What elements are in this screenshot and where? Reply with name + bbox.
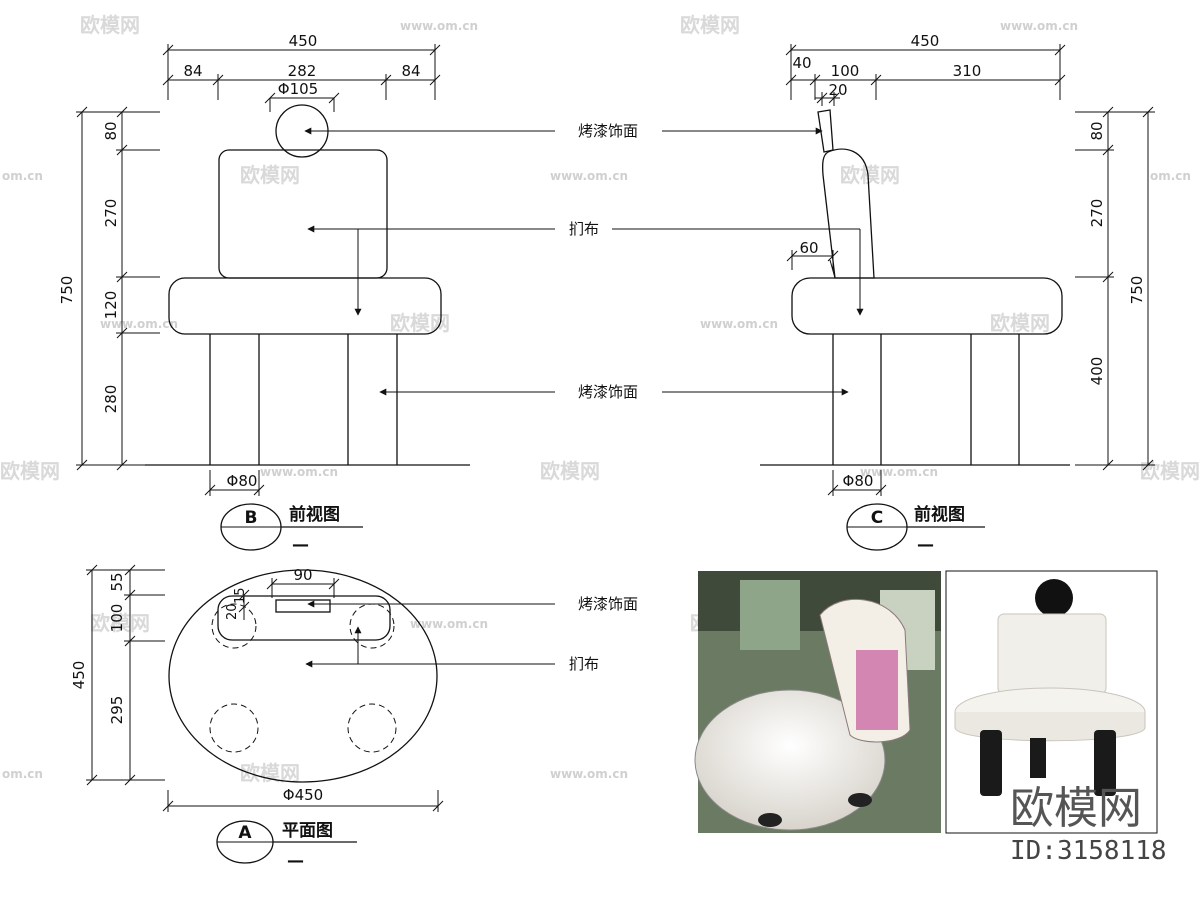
callout-paint-legs: 烤漆饰面 xyxy=(578,383,638,401)
watermark-logo: 欧模网 xyxy=(80,13,140,37)
dim-side-a: 40 xyxy=(792,54,811,72)
watermark-url: om.cn xyxy=(2,169,43,183)
watermark-logo: 欧模网 xyxy=(90,611,150,635)
view-subtitle-a: — xyxy=(287,851,304,871)
watermark-logo: 欧模网 xyxy=(240,163,300,187)
dim-overall-width: 450 xyxy=(289,32,318,50)
plan-leg xyxy=(209,703,259,753)
watermark-logo: 欧模网 xyxy=(540,459,600,483)
view-subtitle-c: — xyxy=(917,535,934,555)
front-view-title: B 前视图 — xyxy=(220,503,363,555)
photo-left xyxy=(694,571,941,833)
plan-view-a: 450 55 100 295 90 20 15 xyxy=(70,564,638,871)
callout-paint-top: 烤漆饰面 xyxy=(578,122,638,140)
view-title-a: 平面图 xyxy=(282,821,333,841)
plan-view-title: A 平面图 — xyxy=(216,820,357,871)
dim-ball-diameter: Φ105 xyxy=(278,80,318,98)
plan-outline: 90 20 15 Φ450 xyxy=(162,566,444,812)
dim-plan-h1: 20 xyxy=(225,603,240,620)
view-marker-a: A xyxy=(238,823,252,843)
watermark-url: www.om.cn xyxy=(100,317,178,331)
watermark-logo: 欧模网 xyxy=(680,13,740,37)
watermark-url: www.om.cn xyxy=(260,465,338,479)
seat-cushion xyxy=(168,277,442,335)
dim-back-height: 270 xyxy=(102,199,120,228)
callouts-elevation: 烤漆饰面 扪布 烤漆饰面 xyxy=(304,122,864,401)
photo-ball-finial xyxy=(1035,579,1073,617)
dim-ball-height: 80 xyxy=(102,121,120,140)
dim-leg-diameter: Φ80 xyxy=(227,472,258,490)
dim-plan-b: 100 xyxy=(108,604,126,633)
dim-plan-width: 90 xyxy=(293,566,312,584)
dim-side-back-height: 270 xyxy=(1088,199,1106,228)
dim-left: 84 xyxy=(183,62,202,80)
dim-right: 84 xyxy=(401,62,420,80)
callout-fabric-elevation: 扪布 xyxy=(569,220,599,238)
dim-side-total-height: 750 xyxy=(1128,276,1146,305)
plan-seat-circle xyxy=(168,569,438,783)
dim-side-seat-height: 400 xyxy=(1088,357,1106,386)
dim-side-b: 100 xyxy=(831,62,860,80)
dim-side-d: 20 xyxy=(828,81,847,99)
watermark-url: om.cn xyxy=(1150,169,1191,183)
photo-right: 欧模网 xyxy=(945,570,1158,834)
watermark-logo: 欧模网 xyxy=(1140,459,1200,483)
view-title-b: 前视图 xyxy=(289,504,340,525)
dim-plan-c: 295 xyxy=(108,696,126,725)
dim-total-height: 750 xyxy=(58,276,76,305)
view-marker-c: C xyxy=(871,508,883,528)
dim-middle: 282 xyxy=(288,62,317,80)
side-view-c: 450 40 100 310 20 80 270 400 750 xyxy=(760,32,1155,555)
callouts-plan: 烤漆饰面 扪布 xyxy=(305,595,638,673)
dim-backrest-depth: 60 xyxy=(799,239,818,257)
callout-paint-plan: 烤漆饰面 xyxy=(578,595,638,613)
watermark-url: www.om.cn xyxy=(860,465,938,479)
watermark-url: www.om.cn xyxy=(550,767,628,781)
dim-overall-depth: 450 xyxy=(911,32,940,50)
view-subtitle-b: — xyxy=(292,535,309,555)
plan-backrest xyxy=(217,595,391,641)
watermark-logo: 欧模网 xyxy=(0,459,60,483)
watermark-logo: 欧模网 xyxy=(840,163,900,187)
dim-plan-total: 450 xyxy=(70,661,88,690)
front-chair-outline: Φ80 xyxy=(145,104,470,496)
watermark-logo: 欧模网 xyxy=(990,311,1050,335)
dim-seat-height: 120 xyxy=(102,291,120,320)
callout-fabric-plan: 扪布 xyxy=(569,655,599,673)
watermark-url: www.om.cn xyxy=(550,169,628,183)
plan-leg xyxy=(349,603,395,649)
view-marker-b: B xyxy=(245,508,258,528)
plan-leg xyxy=(347,703,397,753)
side-view-title: C 前视图 — xyxy=(846,503,985,555)
plan-left-dimensions: 450 55 100 295 xyxy=(70,564,165,786)
front-left-dimensions: 750 80 270 120 280 xyxy=(58,106,160,471)
watermark-url: www.om.cn xyxy=(410,617,488,631)
watermark-url: www.om.cn xyxy=(700,317,778,331)
brand-id-text: ID:3158118 xyxy=(1010,836,1167,866)
watermark-url: www.om.cn xyxy=(1000,19,1078,33)
dim-leg-height: 280 xyxy=(102,385,120,414)
dim-side-leg-diameter: Φ80 xyxy=(843,472,874,490)
side-right-dimensions: 80 270 400 750 xyxy=(1075,106,1155,471)
plan-finial xyxy=(275,599,331,613)
front-top-dimensions: 450 84 282 84 Φ105 xyxy=(162,32,441,112)
side-chair-outline: 60 Φ80 xyxy=(760,109,1070,496)
view-title-c: 前视图 xyxy=(914,504,965,525)
plan-leg xyxy=(211,603,257,649)
watermark-url: www.om.cn xyxy=(400,19,478,33)
watermark-url: om.cn xyxy=(2,767,43,781)
dim-plan-h2: 15 xyxy=(233,587,248,604)
dim-plan-a: 55 xyxy=(108,572,126,591)
front-view-b: 450 84 282 84 Φ105 750 80 270 120 xyxy=(58,32,470,555)
side-seat-cushion xyxy=(791,277,1063,335)
dim-side-ball-height: 80 xyxy=(1088,121,1106,140)
brand-logo-text: 欧模网 xyxy=(1010,783,1142,834)
dim-side-c: 310 xyxy=(953,62,982,80)
side-top-dimensions: 450 40 100 310 20 xyxy=(785,32,1066,106)
dim-plan-diameter: Φ450 xyxy=(283,786,323,804)
